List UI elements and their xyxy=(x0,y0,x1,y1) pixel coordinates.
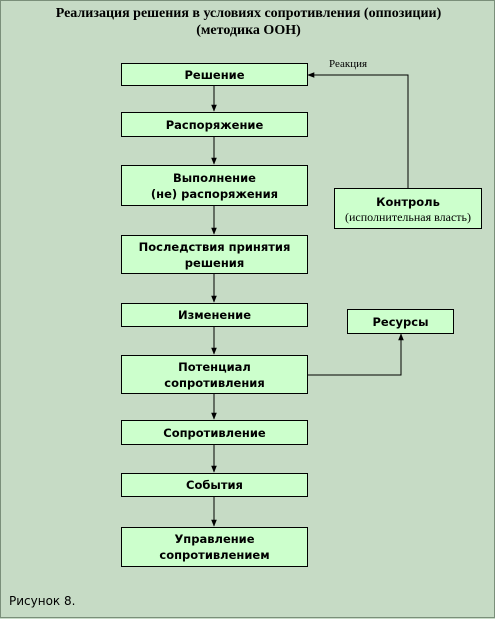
title-line-1: Реализация решения в условиях сопротивле… xyxy=(55,6,442,21)
node-resources-label: Ресурсы xyxy=(372,314,429,329)
node-control-label: Контроль xyxy=(376,194,440,209)
node-consequences-line-1: Последствия принятия xyxy=(138,239,291,254)
node-potential-line-1: Потенциал xyxy=(178,359,251,374)
node-change-label: Изменение xyxy=(177,308,252,322)
node-potential: Потенциал сопротивления xyxy=(121,355,308,394)
node-management-line-2: сопротивлением xyxy=(159,548,270,562)
node-consequences: Последствия принятия решения xyxy=(121,235,308,274)
node-consequences-line-2: решения xyxy=(184,255,245,270)
node-order-label: Распоряжение xyxy=(165,117,264,132)
node-change: Изменение xyxy=(121,303,308,327)
node-potential-line-2: сопротивления xyxy=(164,375,265,390)
node-control-sublabel: (исполнительная власть) xyxy=(345,209,471,224)
node-order: Распоряжение xyxy=(121,112,308,137)
node-management-line-1: Управление xyxy=(174,532,255,546)
node-decision-label: Решение xyxy=(184,67,245,82)
node-resistance-label: Сопротивление xyxy=(163,425,266,440)
arrow-control-decision xyxy=(307,72,409,188)
figure-caption: Рисунок 8. xyxy=(9,594,76,608)
node-decision: Решение xyxy=(121,63,308,86)
node-control: Контроль (исполнительная власть) xyxy=(334,188,482,229)
reaction-label: Реакция xyxy=(329,58,368,70)
arrow-potential-resources xyxy=(308,333,404,376)
node-events-label: События xyxy=(186,478,243,492)
title-line-2: (методика ООН) xyxy=(196,23,301,38)
node-events: События xyxy=(121,473,308,497)
node-execution-line-2: (не) распоряжения xyxy=(150,186,279,201)
diagram-title: Реализация решения в условиях сопротивле… xyxy=(1,5,495,39)
node-resources: Ресурсы xyxy=(347,309,454,334)
node-execution: Выполнение (не) распоряжения xyxy=(121,165,308,206)
node-management: Управление сопротивлением xyxy=(121,527,308,567)
node-resistance: Сопротивление xyxy=(121,420,308,445)
node-execution-line-1: Выполнение xyxy=(173,170,256,185)
